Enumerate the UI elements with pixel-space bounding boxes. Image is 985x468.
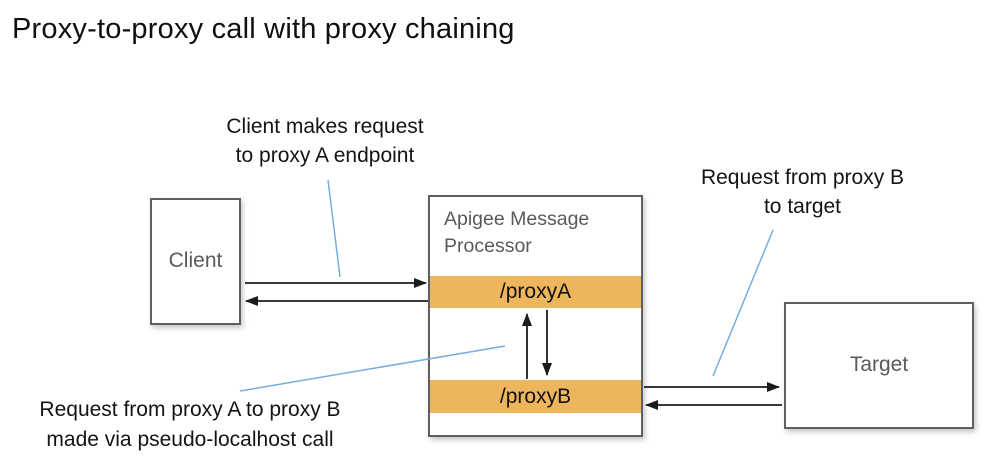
- annotation-pseudo-localhost: Request from proxy A to proxy B made via…: [5, 395, 375, 455]
- proxy-a-label: /proxyA: [499, 280, 572, 303]
- annotation-proxyb-to-target: Request from proxy B to target: [660, 163, 945, 221]
- annotation-pseudo-localhost-line1: Request from proxy A to proxy B: [39, 398, 341, 421]
- callout-line-proxyb-to-target: [712, 229, 774, 377]
- annotation-proxyb-to-target-line2: to target: [763, 195, 842, 218]
- message-processor-box: Apigee Message Processor /proxyA /proxyB: [428, 195, 643, 437]
- proxy-a-bar: /proxyA: [430, 276, 641, 308]
- target-box: Target: [784, 302, 974, 429]
- callout-line-client-request: [327, 179, 341, 278]
- proxy-b-bar: /proxyB: [430, 380, 641, 413]
- annotation-client-request-line1: Client makes request: [226, 115, 424, 138]
- annotation-client-request: Client makes request to proxy A endpoint: [190, 112, 460, 170]
- proxy-b-label: /proxyB: [499, 385, 572, 408]
- page-title: Proxy-to-proxy call with proxy chaining: [12, 13, 515, 45]
- client-label: Client: [168, 248, 223, 272]
- annotation-client-request-line2: to proxy A endpoint: [235, 144, 415, 167]
- message-processor-title: Apigee Message Processor: [444, 208, 590, 257]
- annotation-proxyb-to-target-line1: Request from proxy B: [700, 166, 905, 189]
- annotation-pseudo-localhost-line2: made via pseudo-localhost call: [46, 428, 334, 451]
- client-box: Client: [150, 198, 241, 325]
- target-label: Target: [849, 352, 909, 376]
